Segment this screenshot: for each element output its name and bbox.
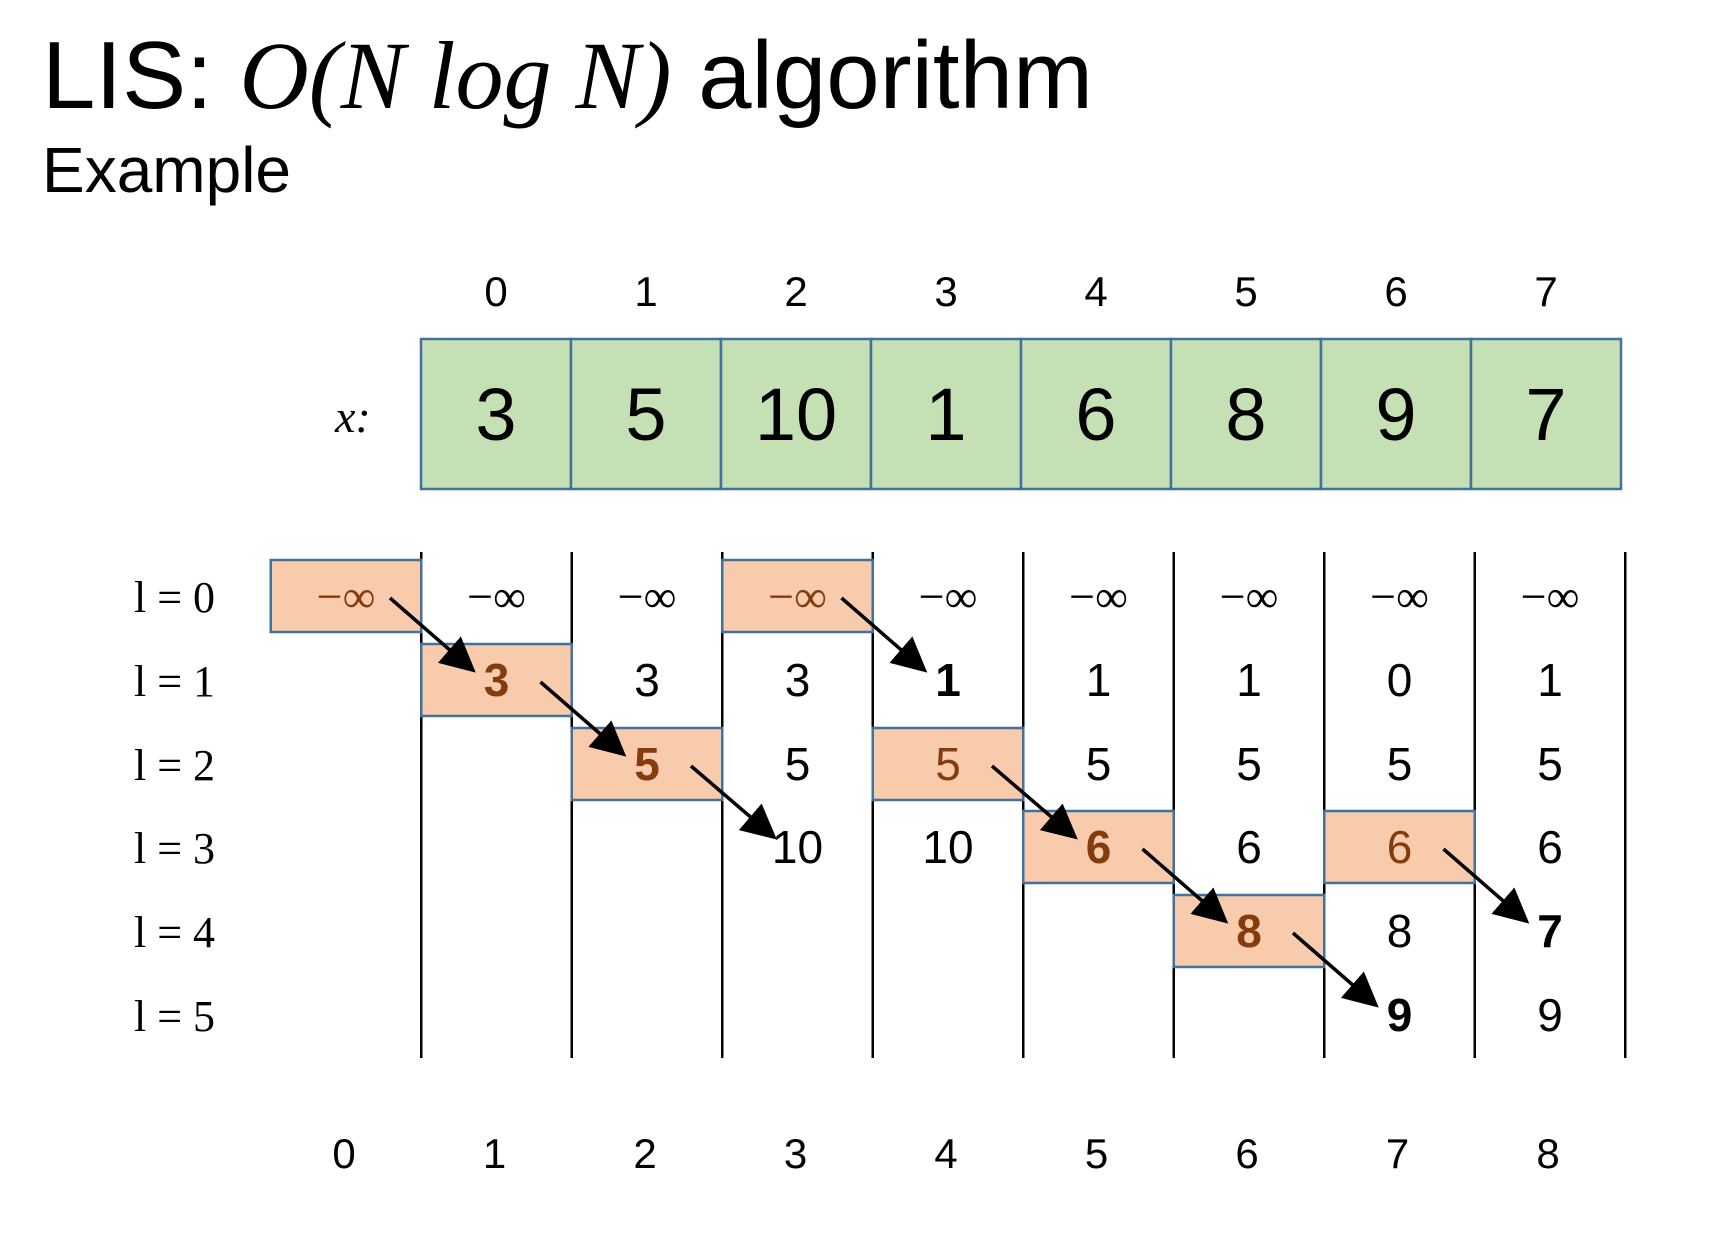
step-index: 1 <box>483 1130 506 1177</box>
slide-title: LIS: O(N log N) algorithm <box>42 22 1093 129</box>
row-labels: l = 0 l = 1 l = 2 l = 3 l = 4 l = 5 <box>134 573 215 1041</box>
highlight-boxes <box>269 558 1476 969</box>
table-cell: 5 <box>1537 738 1563 790</box>
step-index: 8 <box>1536 1130 1559 1177</box>
row-label: l = 4 <box>134 908 215 957</box>
table-cell: 6 <box>1236 821 1262 873</box>
title-suffix: algorithm <box>671 22 1093 129</box>
x-array-value: 3 <box>475 373 516 456</box>
slide-subtitle: Example <box>42 134 291 206</box>
table-cell: 6 <box>1537 821 1563 873</box>
x-array-index: 1 <box>634 268 657 315</box>
table-cell: 5 <box>1236 738 1262 790</box>
x-array-cell <box>419 337 573 491</box>
row-label: l = 2 <box>134 741 215 790</box>
table-cell: 1 <box>1537 654 1563 706</box>
x-array-cell <box>719 337 873 491</box>
table-cell: −∞ <box>919 571 978 622</box>
row-label: l = 5 <box>134 992 215 1041</box>
table-cell: −∞ <box>1220 571 1279 622</box>
x-array-index: 4 <box>1084 268 1107 315</box>
x-array-index: 3 <box>934 268 957 315</box>
table-cell: 7 <box>1537 905 1563 957</box>
x-array-label: x: <box>334 391 371 442</box>
table-cell: 1 <box>935 654 961 706</box>
step-index: 3 <box>784 1130 807 1177</box>
table-cell: 8 <box>1387 905 1413 957</box>
transition-arrow <box>990 764 1078 840</box>
table-cell: 5 <box>785 738 811 790</box>
row-label: l = 1 <box>134 657 215 706</box>
table-cell: 5 <box>634 738 660 790</box>
highlight-box <box>871 726 1025 802</box>
row-label: l = 3 <box>134 824 215 873</box>
x-array-cell <box>1469 337 1623 491</box>
table-cell: −∞ <box>1069 571 1128 622</box>
column-dividers <box>420 552 1627 1058</box>
transition-arrow <box>388 596 476 673</box>
transition-arrow <box>1291 931 1379 1008</box>
step-index: 2 <box>633 1130 656 1177</box>
table-cell: −∞ <box>1521 571 1580 622</box>
x-array-value: 8 <box>1225 373 1266 456</box>
step-indices: 0 1 2 3 4 5 6 7 8 <box>332 1130 1559 1177</box>
table-cell: 3 <box>634 654 660 706</box>
row-label: l = 0 <box>134 573 215 622</box>
title-prefix: LIS: <box>42 22 239 129</box>
x-array-value: 1 <box>925 373 966 456</box>
x-array-index: 2 <box>784 268 807 315</box>
table-cell: 9 <box>1387 989 1413 1041</box>
x-array-value: 6 <box>1075 373 1116 456</box>
transition-arrow <box>689 764 777 840</box>
table-cell: 5 <box>1086 738 1112 790</box>
x-array-value: 7 <box>1525 373 1566 456</box>
table-cell: 5 <box>1387 738 1413 790</box>
table-cell: 10 <box>922 821 973 873</box>
table-cell: 5 <box>935 738 961 790</box>
step-index: 0 <box>332 1130 355 1177</box>
x-array-value: 5 <box>625 373 666 456</box>
transition-arrow <box>1442 847 1530 924</box>
table-cell: 1 <box>1086 654 1112 706</box>
title-math: O(N log N) <box>239 22 671 129</box>
table-cell: −∞ <box>467 571 526 622</box>
table-cell: 8 <box>1236 905 1262 957</box>
step-index: 6 <box>1235 1130 1258 1177</box>
transition-arrow <box>539 680 627 757</box>
transition-arrow <box>1141 847 1229 924</box>
x-array-value: 9 <box>1375 373 1416 456</box>
step-index: 7 <box>1386 1130 1409 1177</box>
x-array-index: 6 <box>1384 268 1407 315</box>
x-array-index: 0 <box>484 268 507 315</box>
x-array: 3 0 5 1 10 2 1 3 6 4 8 5 9 6 7 7 <box>419 268 1623 491</box>
x-array-cell <box>569 337 723 491</box>
x-array-cell <box>1319 337 1473 491</box>
table-cell: 3 <box>484 654 510 706</box>
table-cell: −∞ <box>317 571 376 622</box>
highlight-box <box>1323 809 1476 885</box>
table-cell: −∞ <box>618 571 677 622</box>
table-cell: −∞ <box>1370 571 1429 622</box>
table-cell: 1 <box>1236 654 1262 706</box>
table-cell: −∞ <box>768 571 827 622</box>
transition-arrows <box>388 596 1530 1008</box>
step-index: 4 <box>934 1130 957 1177</box>
table-cell: 3 <box>785 654 811 706</box>
x-array-index: 7 <box>1534 268 1557 315</box>
step-index: 5 <box>1085 1130 1108 1177</box>
table-cell: 10 <box>772 821 823 873</box>
x-array-index: 5 <box>1234 268 1257 315</box>
transition-arrow <box>840 596 928 673</box>
x-array-cell <box>1019 337 1173 491</box>
highlight-box <box>721 558 874 634</box>
x-array-value: 10 <box>755 373 837 456</box>
table-cell: 0 <box>1387 654 1413 706</box>
table-cell: 9 <box>1537 989 1563 1041</box>
x-array-cell <box>1169 337 1323 491</box>
table-cell: 6 <box>1086 821 1112 873</box>
highlight-box <box>269 558 423 634</box>
table-cells: −∞ −∞ 3 −∞ 3 5 −∞ 3 5 10 −∞ 1 5 10 −∞ 1 5 6 −∞ 1 5 6 8 −∞ 0 5 6 8 9 −… <box>317 571 1580 1041</box>
table-cell: 6 <box>1387 821 1413 873</box>
